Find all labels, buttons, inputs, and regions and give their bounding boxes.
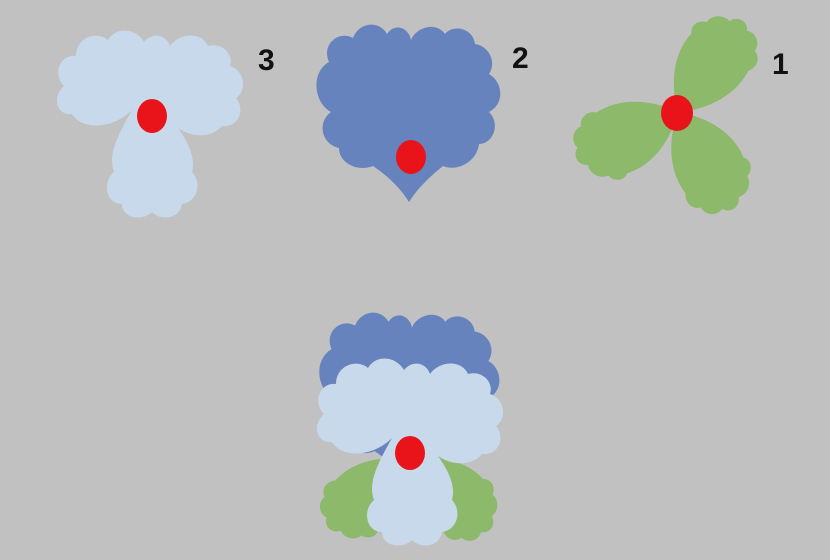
layer-3-front-petals: 3: [57, 30, 275, 217]
layer-3-label: 3: [258, 44, 275, 77]
flower-center: [396, 140, 426, 174]
layer-2-label: 2: [512, 42, 529, 75]
back-petals-shape: [316, 25, 500, 202]
assembled-flower-center: [395, 436, 425, 470]
layer-2-back-petals: 2: [316, 25, 528, 202]
flower-center: [137, 99, 167, 133]
layer-1-leaves: 1: [561, 0, 789, 227]
assembled-flower: [306, 313, 514, 556]
layer-1-label: 1: [772, 48, 789, 81]
flower-center: [661, 95, 693, 131]
